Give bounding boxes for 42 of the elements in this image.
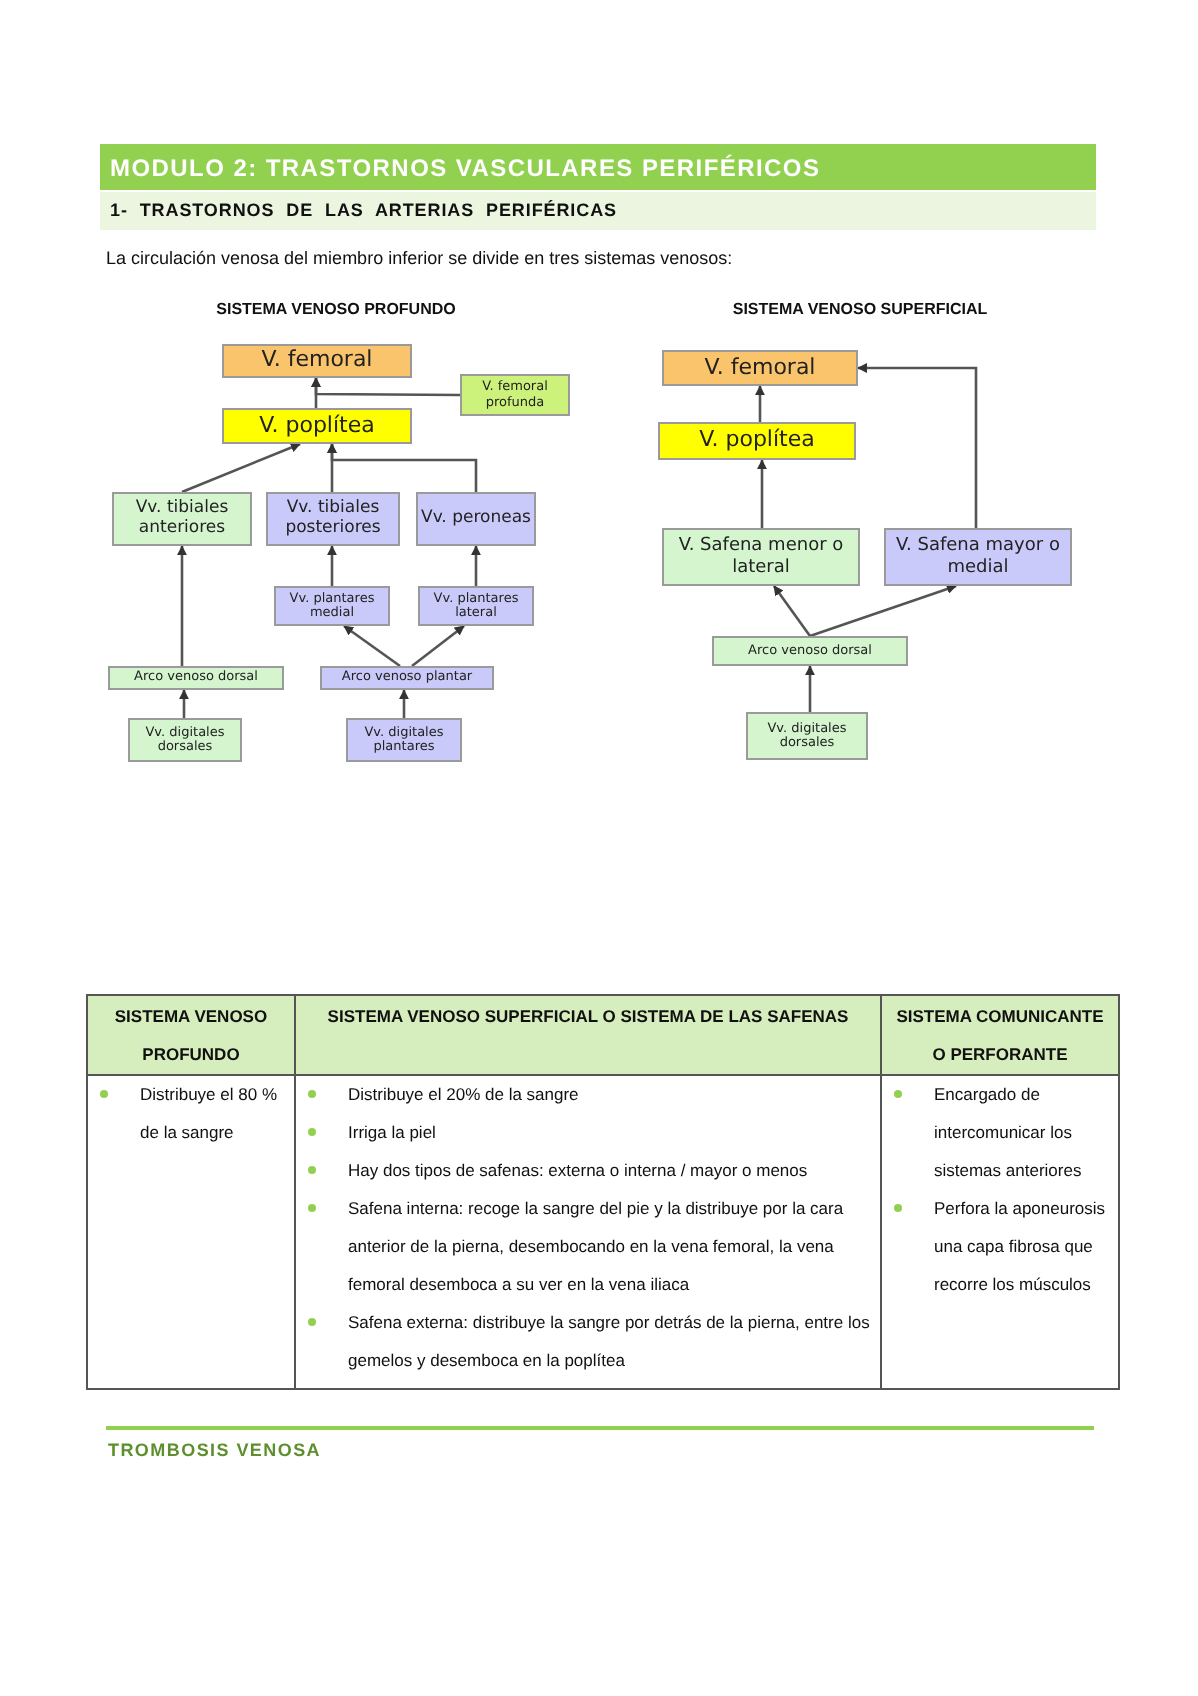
vein-box: V. poplítea bbox=[658, 422, 856, 460]
vein-box: V. femoral bbox=[662, 350, 858, 386]
bullet-text: Distribuye el 20% de la sangre bbox=[348, 1082, 579, 1108]
arrow bbox=[755, 385, 765, 422]
vein-box: Vv. tibiales anteriores bbox=[112, 492, 252, 546]
arrow bbox=[181, 442, 301, 494]
intro-text: La circulación venosa del miembro inferior se divide en tres sistemas venosos: bbox=[106, 246, 733, 272]
vein-box: V. Safena mayor o medial bbox=[884, 528, 1072, 586]
header-cell: SISTEMA VENOSO SUPERFICIAL O SISTEMA DE LAS SAFENAS bbox=[295, 995, 881, 1075]
arrow bbox=[772, 585, 812, 637]
section-heading: TROMBOSIS VENOSA bbox=[108, 1438, 324, 1464]
arrow bbox=[411, 624, 465, 668]
arrow bbox=[857, 363, 978, 528]
arrow bbox=[343, 624, 401, 668]
bullet-text: Hay dos tipos de safenas: externa o interna / mayor o menos bbox=[348, 1158, 808, 1184]
arrow bbox=[757, 459, 767, 528]
header-cell: SISTEMA COMUNICANTE O PERFORANTE bbox=[881, 995, 1119, 1075]
bullet-text: Perfora la aponeurosis una capa fibrosa que recorre los músculos bbox=[934, 1196, 1108, 1298]
vein-box: V. Safena menor o lateral bbox=[662, 528, 860, 586]
vein-box: Vv. peroneas bbox=[416, 492, 536, 546]
section-heading: 1- TRASTORNOS DE LAS ARTERIAS PERIFÉRICAS bbox=[100, 192, 1096, 230]
arrow bbox=[179, 689, 189, 718]
bullet-text: Safena externa: distribuye la sangre por detrás de la pierna, entre los gemelos y desemboca en la poplítea bbox=[348, 1310, 872, 1374]
bullet-text: Distribuye el 80 % de la sangre bbox=[140, 1082, 280, 1146]
title-bar: MODULO 2: TRASTORNOS VASCULARES PERIFÉRICOS bbox=[100, 144, 1096, 190]
arrow bbox=[809, 584, 957, 638]
arrow bbox=[327, 545, 337, 586]
vein-box: Vv. tibiales posteriores bbox=[266, 492, 400, 546]
bullet-text: Irriga la piel bbox=[348, 1120, 436, 1146]
bullet-text: Safena interna: recoge la sangre del pie y la distribuye por la cara anterior de la pierna, desembocando en la vena femoral, la vena femoral desemboca a su ver en la vena iliaca bbox=[348, 1196, 846, 1298]
vein-box: V. poplítea bbox=[222, 408, 412, 444]
arrow bbox=[805, 665, 815, 712]
arrow bbox=[177, 545, 187, 666]
vein-box: V. femoral bbox=[222, 344, 412, 378]
arrow bbox=[327, 443, 478, 492]
bullet-text: Encargado de intercomunicar los sistemas anteriores bbox=[934, 1082, 1084, 1184]
header-cell: SISTEMA VENOSO PROFUNDO bbox=[87, 995, 295, 1075]
arrow bbox=[471, 545, 481, 586]
diagram-heading: SISTEMA VENOSO PROFUNDO bbox=[214, 298, 458, 322]
arrow bbox=[311, 377, 321, 408]
diagram-heading: SISTEMA VENOSO SUPERFICIAL bbox=[730, 298, 990, 322]
arrow bbox=[399, 689, 409, 718]
